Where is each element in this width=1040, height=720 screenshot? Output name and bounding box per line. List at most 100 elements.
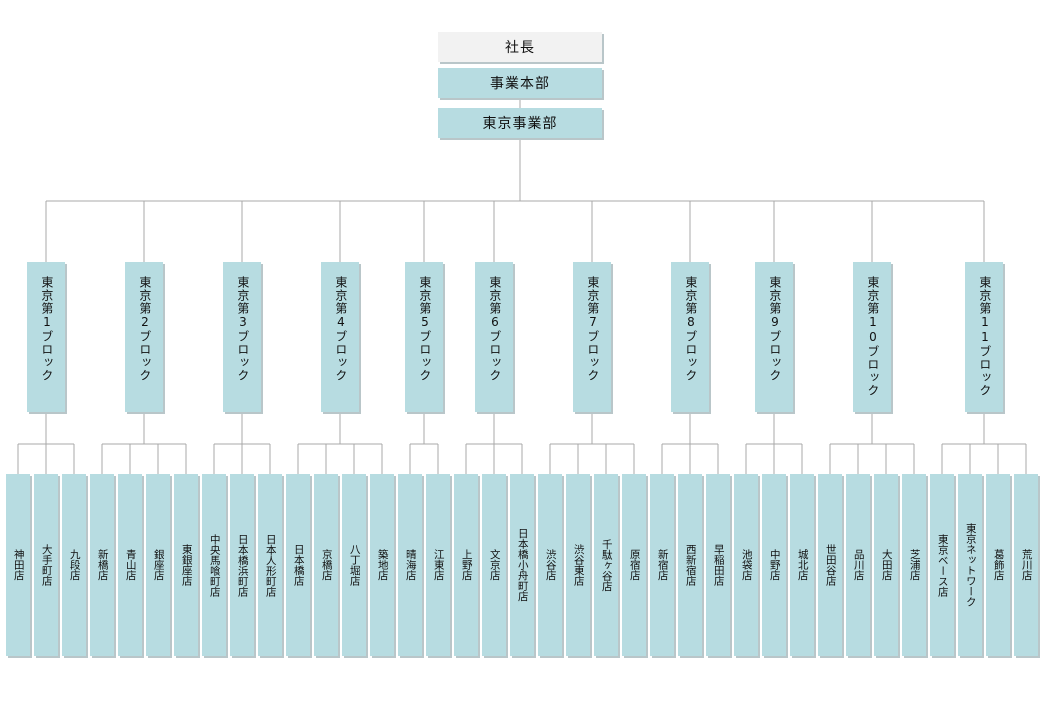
president-box: 社長	[438, 32, 602, 62]
store-label: 晴海店	[404, 549, 417, 581]
store-label: 文京店	[488, 549, 501, 581]
store-label: 八丁堀店	[348, 544, 361, 586]
store-label: 早稲田店	[712, 544, 725, 586]
store-label: 葛飾店	[992, 549, 1005, 581]
store-box: 新橋店	[90, 474, 114, 656]
block-label: 東京第3ブロック	[235, 276, 250, 382]
store-box: 城北店	[790, 474, 814, 656]
department-box: 東京事業部	[438, 108, 602, 138]
store-box: 上野店	[454, 474, 478, 656]
store-label: 城北店	[796, 549, 809, 581]
store-label: 渋谷東店	[572, 544, 585, 586]
block-label: 東京第4ブロック	[333, 276, 348, 382]
store-box: 青山店	[118, 474, 142, 656]
store-label: 千駄ヶ谷店	[600, 538, 613, 592]
store-label: 中野店	[768, 549, 781, 581]
store-label: 銀座店	[152, 549, 165, 581]
store-box: 神田店	[6, 474, 30, 656]
block-label: 東京第9ブロック	[767, 276, 782, 382]
store-box: 晴海店	[398, 474, 422, 656]
store-box: 世田谷店	[818, 474, 842, 656]
store-box: 日本人形町店	[258, 474, 282, 656]
store-label: 東銀座店	[180, 544, 193, 586]
store-box: 東銀座店	[174, 474, 198, 656]
store-box: 新宿店	[650, 474, 674, 656]
store-label: 神田店	[12, 549, 25, 581]
store-label: 世田谷店	[824, 544, 837, 586]
store-box: 池袋店	[734, 474, 758, 656]
store-box: 中央馬喰町店	[202, 474, 226, 656]
store-label: 京橋店	[320, 549, 333, 581]
block-label: 東京第5ブロック	[417, 276, 432, 382]
store-box: 千駄ヶ谷店	[594, 474, 618, 656]
store-box: 芝浦店	[902, 474, 926, 656]
store-label: 築地店	[376, 549, 389, 581]
block-box: 東京第9ブロック	[755, 262, 793, 412]
block-label: 東京第7ブロック	[585, 276, 600, 382]
department-label: 東京事業部	[482, 116, 558, 132]
store-label: 品川店	[852, 549, 865, 581]
store-label: 上野店	[460, 549, 473, 581]
block-box: 東京第3ブロック	[223, 262, 261, 412]
store-box: 葛飾店	[986, 474, 1010, 656]
block-label: 東京第6ブロック	[487, 276, 502, 382]
block-box: 東京第2ブロック	[125, 262, 163, 412]
store-label: 中央馬喰町店	[208, 533, 221, 597]
store-label: 池袋店	[740, 549, 753, 581]
store-label: 西新宿店	[684, 544, 697, 586]
store-box: 銀座店	[146, 474, 170, 656]
block-label: 東京第1ブロック	[39, 276, 54, 382]
store-label: 日本人形町店	[264, 533, 277, 597]
store-label: 新宿店	[656, 549, 669, 581]
block-box: 東京第6ブロック	[475, 262, 513, 412]
store-box: 東京ベース店	[930, 474, 954, 656]
store-label: 東京ベース店	[936, 533, 949, 597]
store-box: 東京ネットワーク	[958, 474, 982, 656]
store-label: 芝浦店	[908, 549, 921, 581]
block-box: 東京第10ブロック	[853, 262, 891, 412]
store-box: 渋谷店	[538, 474, 562, 656]
store-box: 文京店	[482, 474, 506, 656]
store-label: 大田店	[880, 549, 893, 581]
store-label: 九段店	[68, 549, 81, 581]
block-label: 東京第8ブロック	[683, 276, 698, 382]
store-box: 築地店	[370, 474, 394, 656]
store-box: 品川店	[846, 474, 870, 656]
store-label: 日本橋小舟町店	[516, 528, 529, 602]
division-box: 事業本部	[438, 68, 602, 98]
store-box: 大田店	[874, 474, 898, 656]
store-label: 江東店	[432, 549, 445, 581]
block-box: 東京第5ブロック	[405, 262, 443, 412]
block-label: 東京第10ブロック	[865, 276, 880, 397]
block-box: 東京第7ブロック	[573, 262, 611, 412]
block-box: 東京第11ブロック	[965, 262, 1003, 412]
store-label: 新橋店	[96, 549, 109, 581]
division-label: 事業本部	[490, 76, 550, 92]
store-box: 日本橋浜町店	[230, 474, 254, 656]
store-label: 渋谷店	[544, 549, 557, 581]
store-label: 大手町店	[40, 544, 53, 586]
store-box: 西新宿店	[678, 474, 702, 656]
president-label: 社長	[505, 40, 535, 56]
store-box: 江東店	[426, 474, 450, 656]
store-label: 日本橋浜町店	[236, 533, 249, 597]
store-label: 青山店	[124, 549, 137, 581]
store-box: 九段店	[62, 474, 86, 656]
store-box: 渋谷東店	[566, 474, 590, 656]
store-box: 荒川店	[1014, 474, 1038, 656]
store-box: 日本橋店	[286, 474, 310, 656]
block-box: 東京第8ブロック	[671, 262, 709, 412]
block-box: 東京第4ブロック	[321, 262, 359, 412]
block-label: 東京第2ブロック	[137, 276, 152, 382]
store-box: 日本橋小舟町店	[510, 474, 534, 656]
store-box: 八丁堀店	[342, 474, 366, 656]
store-box: 早稲田店	[706, 474, 730, 656]
store-box: 大手町店	[34, 474, 58, 656]
store-box: 中野店	[762, 474, 786, 656]
store-label: 東京ネットワーク	[964, 523, 977, 607]
store-label: 日本橋店	[292, 544, 305, 586]
block-box: 東京第1ブロック	[27, 262, 65, 412]
block-label: 東京第11ブロック	[977, 276, 992, 397]
